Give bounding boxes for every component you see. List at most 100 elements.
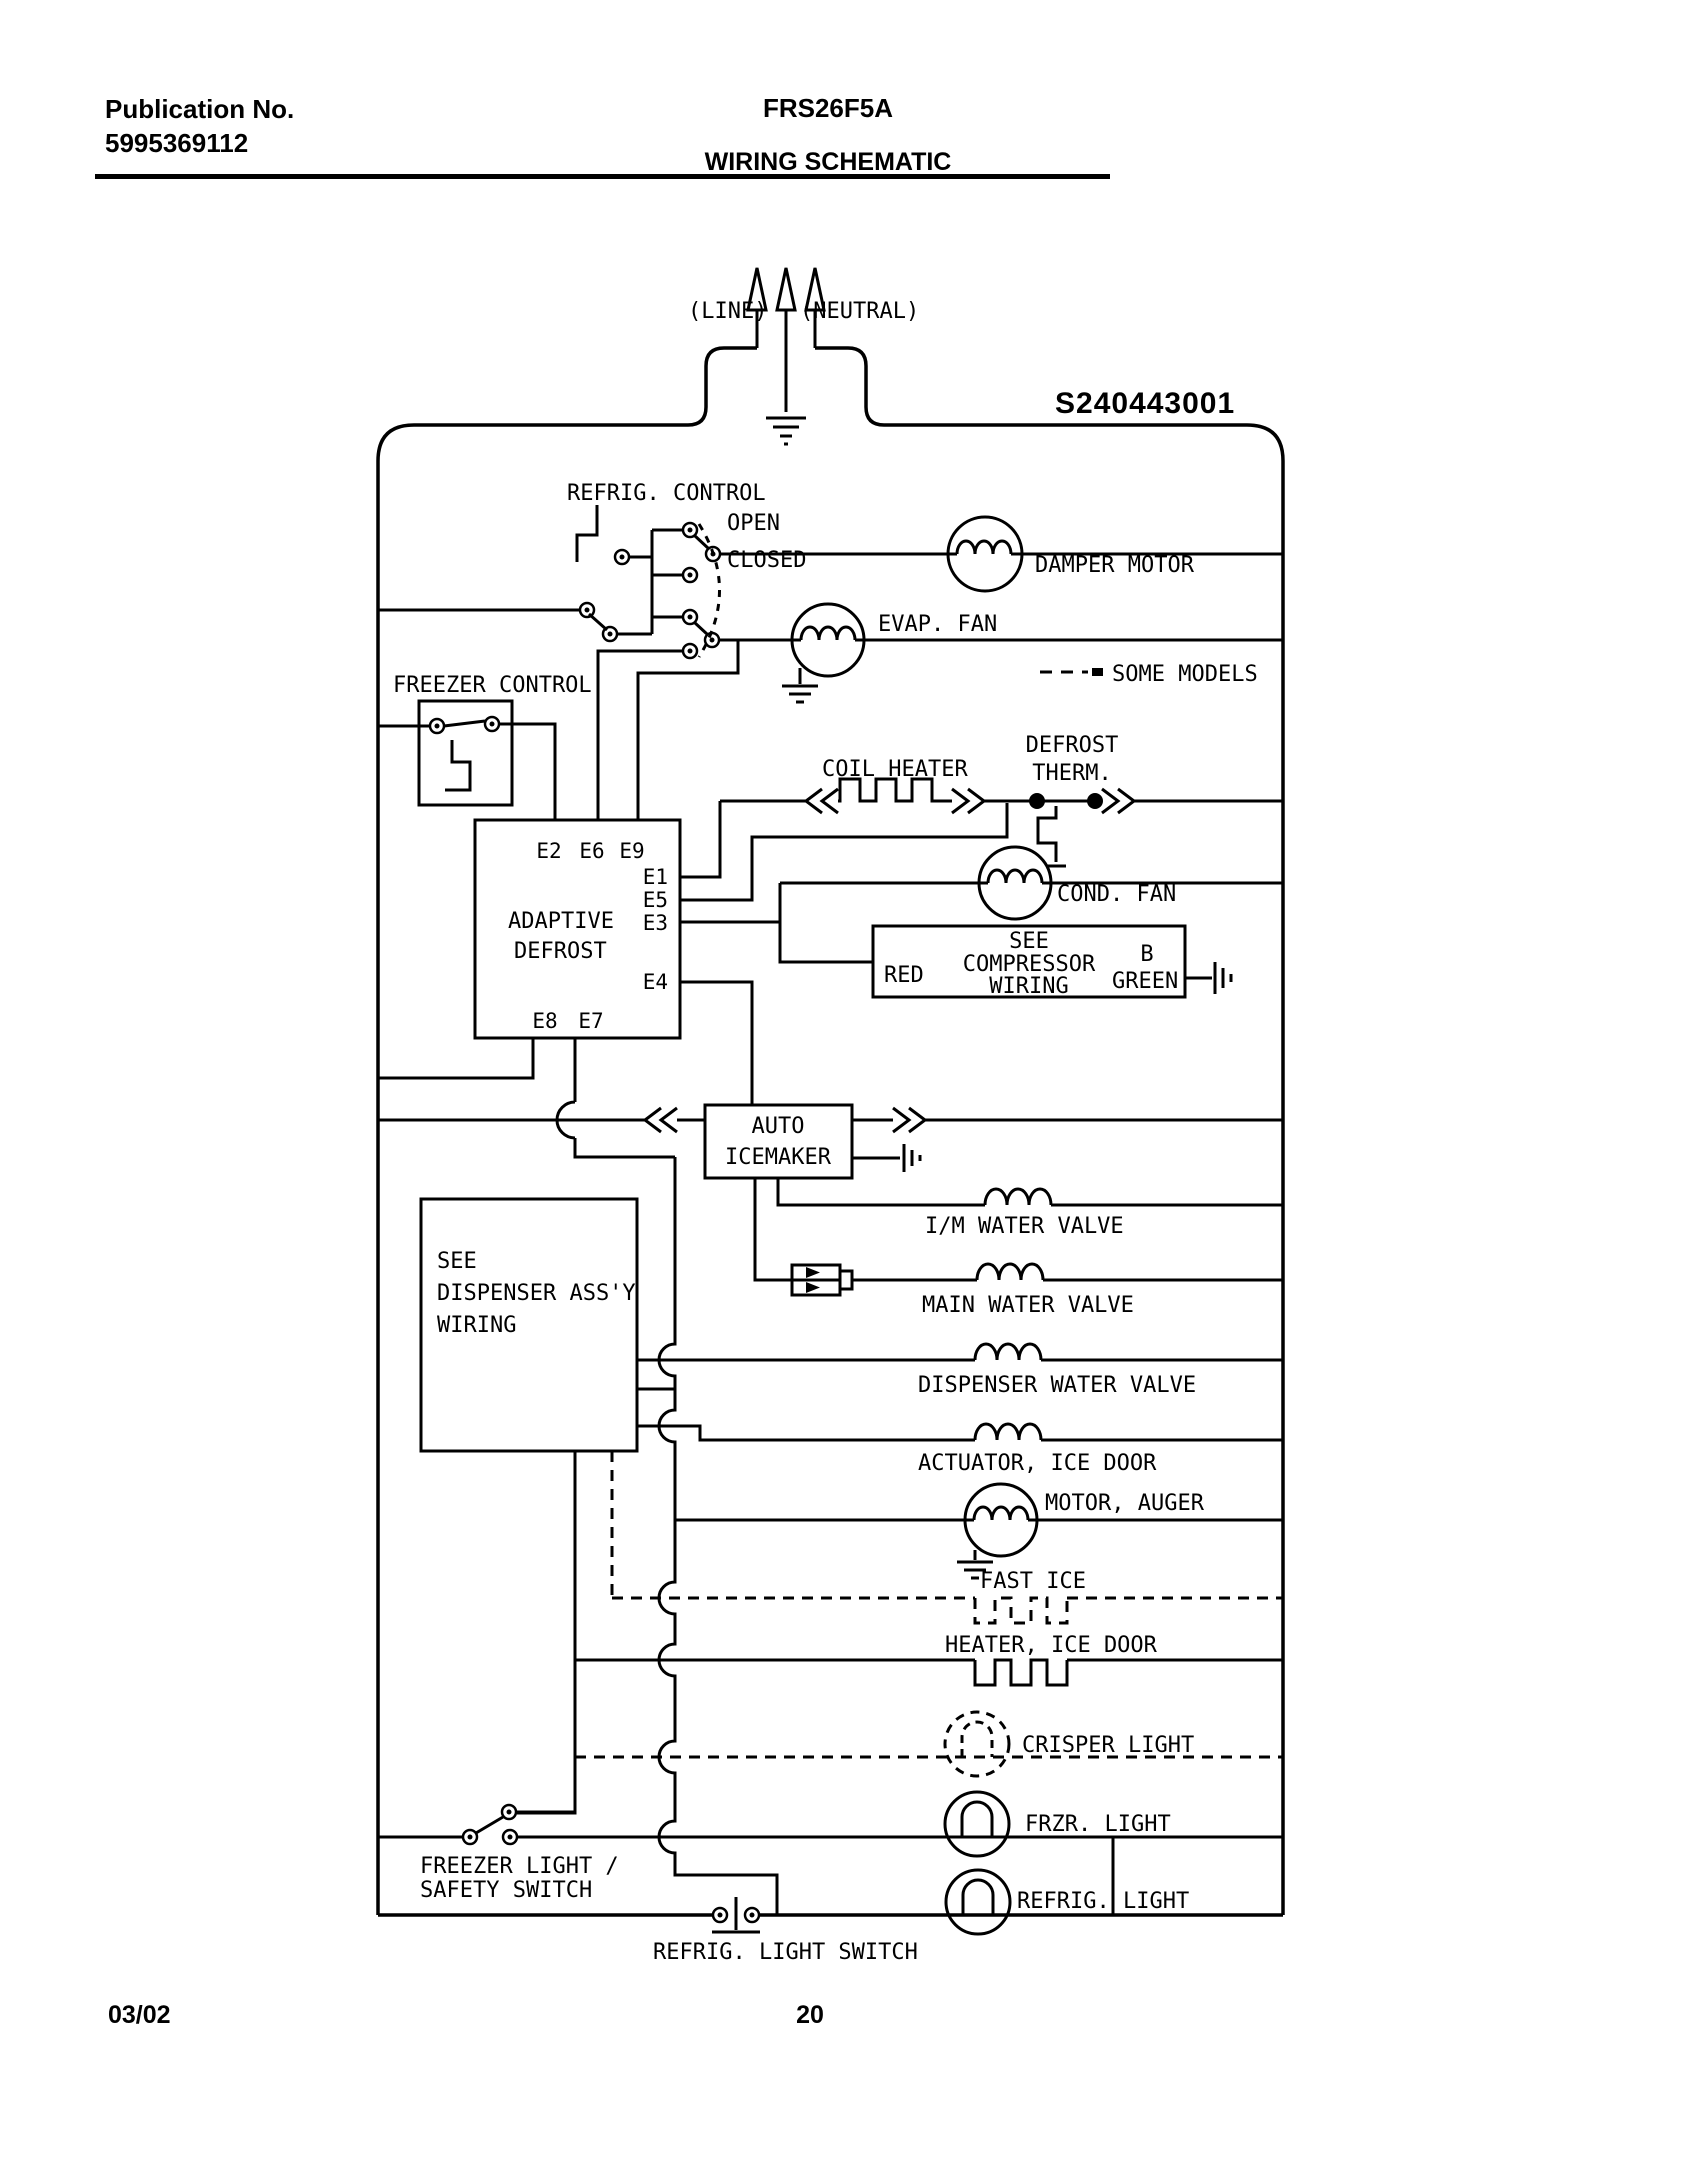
model-number: FRS26F5A <box>763 93 893 123</box>
auger-motor-coil-icon <box>965 1505 1037 1522</box>
defrost-thermostat: DEFROST THERM. <box>1026 733 1283 868</box>
compressor-ground-icon <box>1185 962 1233 994</box>
evap-fan: EVAP. FAN <box>636 602 1283 820</box>
heater-resistor-icon <box>838 777 952 803</box>
some-models-legend: SOME MODELS <box>1040 662 1258 687</box>
im-water-valve-label: I/M WATER VALVE <box>925 1214 1124 1239</box>
neutral-label: (NEUTRAL) <box>800 299 919 324</box>
e7-wire <box>555 1038 675 1159</box>
selector-arc <box>697 523 721 658</box>
actuator-ice-door: ACTUATOR, ICE DOOR <box>637 1422 1283 1476</box>
crisper-lamp-icon <box>960 1720 994 1757</box>
icemaker-label-1: AUTO <box>752 1114 805 1139</box>
compressor-label-1: SEE <box>1009 929 1049 954</box>
connector-icon <box>1101 787 1137 815</box>
dispenser-box-label-1: SEE <box>437 1249 477 1274</box>
freezer-light-switch-label-1: FREEZER LIGHT / <box>420 1854 619 1879</box>
terminal-e7: E7 <box>578 1009 603 1033</box>
terminal-e4: E4 <box>643 970 668 994</box>
therm-bimetal-icon <box>1036 806 1066 868</box>
defrost-therm-label-1: DEFROST <box>1026 733 1119 758</box>
green-label: GREEN <box>1112 969 1178 994</box>
footer-date: 03/02 <box>108 2001 171 2029</box>
pushbutton-icon <box>712 1897 760 1934</box>
damper-motor: DAMPER MOTOR <box>720 515 1283 593</box>
dispenser-box-label-3: WIRING <box>437 1313 516 1338</box>
auto-icemaker: AUTO ICEMAKER <box>378 1103 1283 1180</box>
compressor-label-3: WIRING <box>989 974 1068 999</box>
publication-label: Publication No. <box>105 94 294 124</box>
dispenser-assy-box: SEE DISPENSER ASS'Y WIRING <box>419 1197 639 1815</box>
connector-right-icon <box>892 1106 928 1134</box>
frzr-lamp-icon <box>960 1800 994 1837</box>
defrost-therm-label-2: THERM. <box>1032 761 1111 786</box>
page-header: Publication No. 5995369112 FRS26F5A WIRI… <box>95 93 1110 179</box>
actuator-coil-icon <box>973 1422 1043 1441</box>
auger-ground-icon <box>957 1550 993 1580</box>
im-water-valve: I/M WATER VALVE <box>776 1178 1283 1239</box>
plug-ground-icon <box>766 416 806 446</box>
refrig-light-switch-label: REFRIG. LIGHT SWITCH <box>653 1940 918 1965</box>
power-plug: (LINE) (NEUTRAL) S240443001 <box>688 267 1235 446</box>
dispenser-valve-coil-icon <box>973 1342 1043 1361</box>
main-water-valve: MAIN WATER VALVE <box>753 1178 1283 1318</box>
terminal-e8: E8 <box>532 1009 557 1033</box>
terminal-e1: E1 <box>643 865 668 889</box>
b-label: B <box>1140 942 1153 967</box>
motor-auger: MOTOR, AUGER <box>675 1482 1283 1580</box>
heater-ice-door: HEATER, ICE DOOR <box>575 1633 1283 1687</box>
compressor-label-2: COMPRESSOR <box>963 952 1096 977</box>
drop-wire <box>657 1157 779 1915</box>
light-feed-wire <box>517 1451 577 1815</box>
im-valve-coil-icon <box>983 1187 1053 1206</box>
evap-fan-ground-icon <box>782 668 818 704</box>
line-label: (LINE) <box>688 299 767 324</box>
red-label: RED <box>884 963 924 988</box>
connector-left-icon <box>803 787 839 815</box>
damper-motor-coil-icon <box>948 539 1022 556</box>
crisper-light-label: CRISPER LIGHT <box>1022 1733 1194 1758</box>
coil-heater: COIL HEATER <box>720 757 1088 815</box>
e2-wire <box>499 722 557 820</box>
freezer-light-safety-switch: FREEZER LIGHT / SAFETY SWITCH <box>378 1803 945 1903</box>
part-number: S240443001 <box>1055 387 1235 420</box>
e8-wire <box>378 1038 535 1080</box>
frzr-light: FRZR. LIGHT <box>943 1790 1283 1915</box>
adaptive-defrost: E2 E6 E9 E1 E5 E3 E4 E8 E7 ADAPTIVE DEFR… <box>378 649 1009 1159</box>
motor-auger-label: MOTOR, AUGER <box>1045 1491 1205 1516</box>
e9-wire <box>636 640 740 820</box>
e5-wire <box>680 803 1009 902</box>
closed-label: CLOSED <box>727 548 806 573</box>
footer-page-number: 20 <box>796 2001 824 2029</box>
dispenser-water-valve: DISPENSER WATER VALVE <box>637 1342 1283 1398</box>
e1-wire <box>680 801 722 879</box>
refrig-light-switch: REFRIG. LIGHT SWITCH <box>653 1897 918 1965</box>
terminal-e9: E9 <box>619 839 644 863</box>
cond-fan: COND. FAN <box>780 845 1283 921</box>
icemaker-label-2: ICEMAKER <box>725 1145 832 1170</box>
actuator-ice-door-label: ACTUATOR, ICE DOOR <box>918 1451 1157 1476</box>
refrig-light: REFRIG. LIGHT <box>944 1868 1189 1936</box>
fast-ice-label: FAST ICE <box>980 1569 1086 1594</box>
damper-motor-label: DAMPER MOTOR <box>1035 553 1195 578</box>
main-valve-coil-icon <box>975 1262 1045 1281</box>
refrig-control-label: REFRIG. CONTROL <box>567 481 766 506</box>
crisper-light: CRISPER LIGHT <box>575 1710 1283 1778</box>
circuit-frame <box>376 346 1285 1917</box>
publication-number: 5995369112 <box>105 128 248 158</box>
page-title: WIRING SCHEMATIC <box>705 148 952 176</box>
icemaker-ground-icon <box>852 1144 922 1172</box>
page-footer: 03/02 20 <box>108 2001 824 2029</box>
terminal-e2: E2 <box>536 839 561 863</box>
terminal-e6: E6 <box>579 839 604 863</box>
terminal-e3: E3 <box>643 911 668 935</box>
header-rule <box>95 174 1110 179</box>
evap-fan-coil-icon <box>792 625 864 642</box>
connector-left-icon <box>642 1106 678 1134</box>
freezer-control-label: FREEZER CONTROL <box>393 673 592 698</box>
fast-ice-resistor-icon <box>973 1596 1069 1625</box>
refrig-lamp-icon <box>961 1878 995 1915</box>
cond-fan-coil-icon <box>979 868 1051 885</box>
